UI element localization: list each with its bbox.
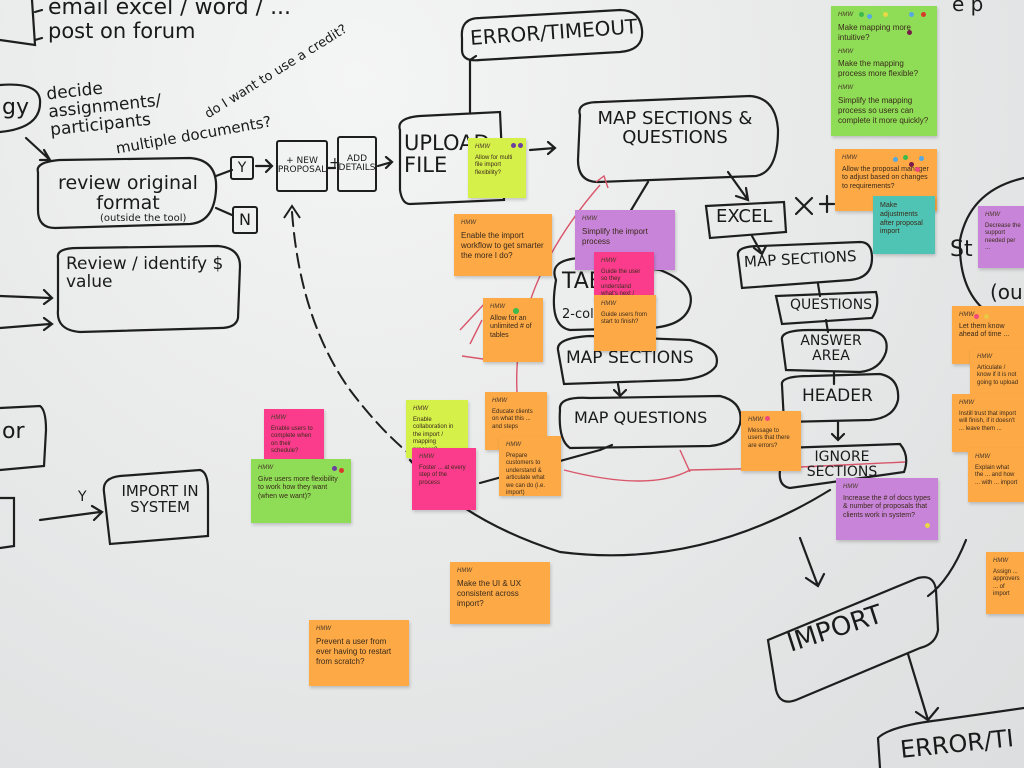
vote-dot — [984, 314, 989, 319]
label-email-excel: email excel / word / ... — [48, 0, 292, 20]
vote-dot — [907, 30, 912, 35]
no-decision-box: N — [232, 206, 258, 234]
label-excel: EXCEL — [716, 206, 773, 227]
vote-dot — [867, 14, 872, 19]
vote-dot — [339, 468, 344, 473]
vote-dot — [518, 143, 523, 148]
label-ignore-sections: IGNORE SECTIONS — [806, 449, 878, 480]
vote-dot — [859, 12, 864, 17]
label-strategy-fragment: gy — [2, 95, 29, 120]
new-proposal-box: + NEW PROPOSAL — [276, 140, 328, 192]
label-map-sections-mid: MAP SECTIONS — [566, 348, 694, 368]
vote-dot — [883, 12, 888, 17]
vote-dot — [332, 466, 337, 471]
label-review-identify-value: Review / identify $ value — [66, 254, 224, 292]
vote-dot — [513, 308, 519, 314]
label-p-fragment: e p — [952, 0, 984, 16]
label-import-in-system: IMPORT IN SYSTEM — [121, 482, 199, 516]
vote-dot — [909, 162, 914, 167]
label-header: HEADER — [802, 386, 873, 406]
vote-dot — [915, 167, 920, 172]
vote-dot — [974, 314, 979, 319]
vote-dot — [919, 156, 924, 161]
label-map-questions: MAP QUESTIONS — [574, 408, 708, 427]
vote-dot — [765, 416, 770, 421]
vote-dot — [893, 157, 898, 162]
label-st-fragment: St — [950, 237, 973, 262]
yes-decision-box: Y — [230, 156, 254, 180]
vote-dot — [909, 12, 914, 17]
label-yes-import: Y — [78, 489, 87, 505]
label-plus: + — [329, 155, 341, 171]
vote-dot — [903, 155, 908, 160]
label-review-original-format: review original format — [58, 172, 198, 214]
label-answer-area: ANSWER AREA — [800, 333, 862, 364]
label-questions: QUESTIONS — [790, 297, 873, 313]
label-upload-file: UPLOAD FILE — [404, 131, 490, 178]
label-map-sections-questions: MAP SECTIONS & QUESTIONS — [597, 108, 753, 148]
label-ou-fragment: (ou — [990, 280, 1023, 304]
sticky-note-make-adjustments: Make adjustments after proposal import — [873, 196, 935, 254]
vote-dot — [921, 12, 926, 17]
vote-dot — [925, 523, 930, 528]
vote-dot — [511, 143, 516, 148]
label-outside-tool: (outside the tool) — [100, 213, 187, 224]
add-details-box: ADD DETAILS — [337, 136, 377, 192]
label-post-forum: post on forum — [48, 19, 196, 43]
label-or-fragment: or — [2, 419, 25, 444]
